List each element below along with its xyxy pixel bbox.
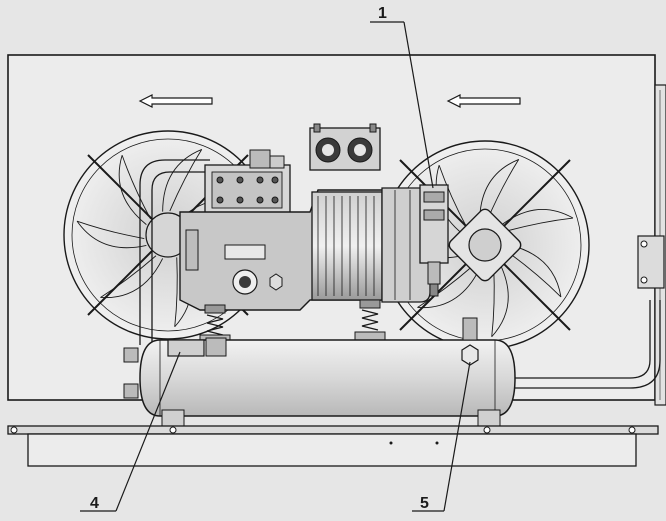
discharge-pipe [512, 300, 661, 389]
fan-blade [76, 220, 147, 249]
callout-5: 5 [412, 361, 471, 512]
fan-blade-edge [121, 155, 151, 219]
fan-blade-edge [169, 149, 203, 212]
fan-blade-edge [76, 220, 145, 240]
airflow-arrow-left [138, 94, 213, 108]
terminal-box [309, 123, 381, 171]
fan-blade-edge [100, 255, 157, 298]
fan-blade [162, 148, 202, 212]
fan-motor-hub [448, 208, 522, 282]
liquid-receiver-tank [123, 317, 516, 427]
callout-label-1: 1 [378, 5, 387, 22]
fan-blade [499, 208, 574, 227]
fan-blade [100, 258, 164, 299]
cylinder-head [204, 149, 291, 216]
fan-blade [491, 263, 509, 338]
compressor-motor [311, 187, 431, 303]
callout-label-5: 5 [420, 495, 429, 512]
callout-label-4: 4 [90, 495, 99, 512]
fan-blade-edge [507, 251, 562, 298]
airflow-arrow-right [446, 94, 521, 108]
vibration-mount-right [354, 299, 386, 341]
fan-blade-edge [417, 265, 474, 308]
fan-blade-edge [438, 165, 468, 229]
fan-blade-edge [174, 257, 178, 327]
callout-1: 1 [370, 5, 434, 189]
suction-pipe [139, 159, 210, 345]
fan-blade-edge [504, 217, 574, 232]
fan-blade [417, 268, 481, 309]
base-frame [7, 425, 659, 467]
pressure-switch [419, 184, 449, 297]
callout-4: 4 [80, 351, 181, 512]
